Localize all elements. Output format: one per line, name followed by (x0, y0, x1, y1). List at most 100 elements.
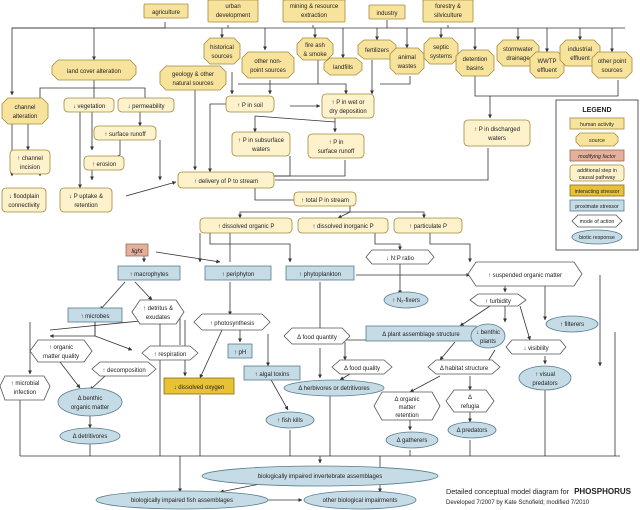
label-indeff-2: effluent (570, 56, 590, 62)
label-chan-2: alteration (13, 114, 38, 120)
label-uptake-2: retention (74, 203, 97, 209)
node-channel-incision (9, 149, 51, 175)
label-np: ↓ N:P ratio (386, 256, 415, 262)
label-habitat: Δ habitat structure (440, 366, 489, 372)
label-urban-2: development (216, 13, 251, 19)
label-indeff-1: industrial (568, 47, 592, 53)
node-historical-sources (203, 37, 241, 65)
node-dissolved-inorganic-p (297, 217, 389, 234)
label-detr-1: ↑ detritus & (143, 306, 173, 312)
label-forestry-1: forestry & (435, 4, 461, 10)
legend-proximate-stressor (569, 199, 625, 212)
label-omq-1: ↑ organic (49, 345, 73, 351)
legend-proximate-label: proximate stressor (575, 204, 619, 210)
node-benthic-om (57, 387, 123, 417)
node-habitat-structure (427, 359, 501, 375)
node-respiration (141, 345, 199, 361)
node-algal-toxins (243, 365, 301, 381)
node-benthic-plants (470, 323, 506, 349)
label-mining-1: mining & resource (290, 4, 339, 10)
node-agriculture (143, 3, 189, 19)
label-mi-2: infection (14, 390, 36, 396)
label-detritivores: Δ detritivores (73, 434, 108, 440)
node-periphyton (204, 265, 272, 281)
legend-interacting-stressor (569, 184, 625, 197)
node-surface-runoff (93, 125, 157, 141)
label-erosion: ↑ erosion (92, 162, 116, 168)
connector-lines (10, 20, 625, 502)
legend-biotic-response (571, 229, 623, 245)
label-fishkills: ↑ fish kills (277, 418, 303, 424)
node-vegetation (63, 97, 115, 113)
biotic-responses: ↑ N₂-fixers ↓ benthic plants ↑ filterers… (57, 291, 599, 510)
node-n2-fixers (383, 291, 429, 309)
label-incis-1: ↑ channel (17, 156, 43, 162)
human-activities: agriculture urban development mining & r… (143, 0, 474, 23)
node-landfills (323, 57, 363, 76)
label-vp-2: predators (532, 381, 557, 387)
label-phyto: ↑ phytoplankton (299, 272, 341, 278)
legend-source-label: source (589, 138, 605, 144)
node-decomposition (91, 361, 157, 377)
label-foodquant: Δ food quantity (297, 335, 337, 341)
label-mining-2: extraction (301, 13, 327, 19)
caption-title-bold: PHOSPHORUS (574, 487, 632, 496)
legend-modifying-label: modifying factor (578, 154, 616, 160)
label-fertilizers: fertilizers (365, 48, 389, 54)
label-nfix: ↑ N₂-fixers (392, 298, 420, 304)
node-invertebrate-assemblages (201, 465, 439, 487)
label-bom-1: Δ benthic (78, 396, 103, 402)
node-p-in-soil (225, 95, 275, 113)
label-turb: ↑ turbidity (485, 299, 511, 305)
label-uptake-1: ↓ P uptake & (69, 194, 103, 200)
node-dissolved-organic-p (199, 217, 293, 234)
label-psoil: ↑ P in soil (237, 103, 263, 109)
node-floodplain (1, 187, 47, 213)
node-delivery-p (177, 171, 275, 189)
legend-add-label-1: additional step in (577, 168, 617, 174)
label-predators: Δ predators (457, 428, 488, 434)
node-mining (282, 0, 346, 23)
label-fire-2: & smoke (303, 52, 327, 58)
label-storm-1: stormwater (503, 47, 533, 53)
legend-modifying-factor (569, 149, 625, 162)
node-p-uptake (59, 187, 113, 213)
node-other-impairments (303, 490, 417, 510)
label-microbes: ↑ microbes (80, 314, 109, 320)
sources: historical sources other non- point sour… (1, 37, 633, 125)
node-predators (447, 421, 497, 439)
node-land-cover-alteration (51, 59, 137, 81)
label-industry: industry (376, 11, 397, 17)
label-incis-2: incision (20, 165, 40, 171)
label-wwtp-2: effluent (537, 68, 557, 74)
label-flood-2: connectivity (8, 203, 39, 209)
node-microbial-infection (0, 375, 51, 401)
node-np-ratio (365, 249, 435, 265)
label-photo: ↑ photosynthesis (210, 321, 255, 327)
caption-title-text: Detailed conceptual model diagram for (446, 487, 570, 496)
label-herb: Δ herbivores or detritivores (298, 386, 369, 392)
label-onp-1: other non- (254, 59, 281, 65)
node-p-discharged (463, 119, 531, 147)
label-psurf-1: ↑ P in (329, 140, 344, 146)
label-foodqual: Δ food quality (344, 366, 380, 372)
node-erosion (83, 155, 125, 171)
label-resp: ↑ respiration (154, 352, 187, 358)
label-pas: Δ plant assemblage structure (382, 332, 460, 338)
caption: Detailed conceptual model diagram for PH… (446, 487, 632, 506)
node-septic-systems (423, 37, 459, 65)
caption-title: Detailed conceptual model diagram for PH… (446, 487, 632, 496)
label-animal-2: wastes (397, 64, 417, 70)
label-bplants-2: plants (480, 339, 496, 345)
label-geo-2: natural sources (172, 81, 213, 87)
node-detention-basins (455, 49, 495, 77)
node-dissolved-oxygen (163, 377, 235, 395)
node-channel-alteration (1, 97, 49, 125)
label-dip: ↑ dissolved inorganic P (312, 224, 373, 230)
label-som: ↑ suspended organic matter (488, 273, 562, 279)
node-food-quality (331, 359, 393, 375)
label-landfills: landfills (333, 65, 353, 71)
label-veg: ↓ vegetation (73, 104, 105, 110)
node-organic-matter-quality (29, 339, 93, 363)
label-bplants-1: ↓ benthic (476, 330, 500, 336)
